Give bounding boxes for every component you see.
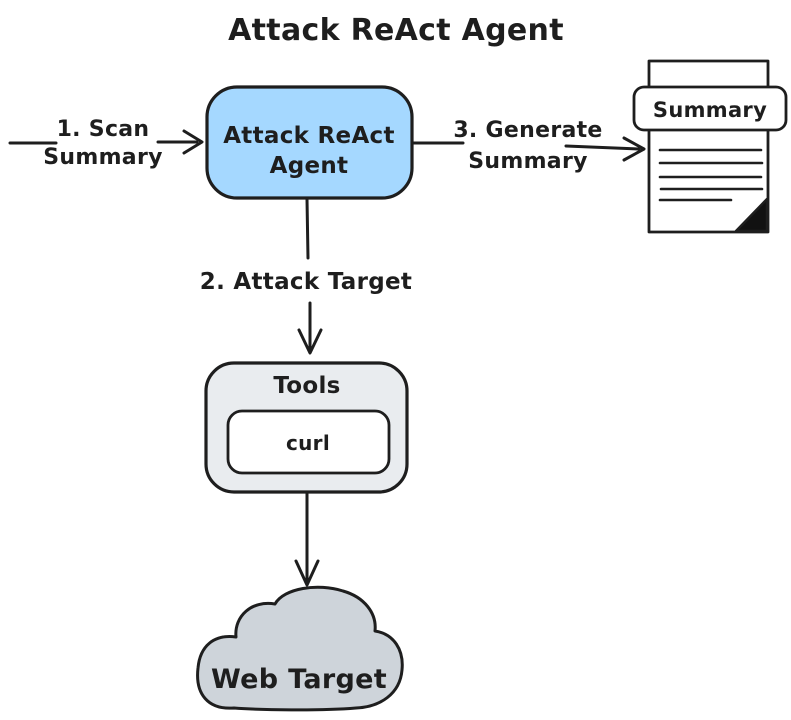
agent-node-label-line2: Agent	[270, 153, 349, 179]
document-title-label: Summary	[653, 98, 767, 122]
edge-attack-line-start	[305, 197, 310, 260]
document-title-banner	[632, 85, 788, 132]
diagram-root: Attack ReAct Agent 1. Scan Summary Attac…	[8, 13, 788, 712]
node-web-target: Web Target	[196, 585, 404, 712]
edge-attack-label: 2. Attack Target	[200, 269, 412, 295]
edge-tools-to-target	[294, 491, 320, 587]
edge-target-arrowhead-icon	[294, 559, 320, 587]
web-target-label: Web Target	[211, 664, 387, 695]
edge-scan-label-line1: 1. Scan	[57, 117, 150, 142]
agent-node-label-line1: Attack ReAct	[223, 123, 395, 149]
edge-generate-arrowhead-icon	[622, 136, 646, 162]
web-target-cloud	[196, 585, 404, 712]
edge-scan-summary: 1. Scan Summary	[8, 117, 204, 170]
tools-node-label: Tools	[273, 373, 340, 399]
edge-generate-label-line2: Summary	[468, 149, 588, 174]
edge-generate-line-end	[564, 144, 641, 151]
edge-attack-target: 2. Attack Target	[200, 197, 412, 355]
edge-scan-label-line2: Summary	[43, 145, 163, 170]
node-tools: Tools curl	[204, 361, 409, 494]
diagram-title: Attack ReAct Agent	[228, 13, 564, 48]
edge-scan-arrowhead-icon	[182, 129, 204, 155]
node-summary-document: Summary	[632, 59, 788, 234]
document-folded-corner-icon	[734, 197, 769, 233]
curl-tool-label: curl	[286, 431, 330, 455]
edge-generate-summary: 3. Generate Summary	[411, 118, 646, 174]
edge-generate-label-line1: 3. Generate	[453, 118, 602, 143]
curl-tool-box	[226, 409, 391, 475]
node-attack-react-agent: Attack ReAct Agent	[205, 85, 414, 200]
edge-attack-arrowhead-icon	[297, 328, 323, 355]
